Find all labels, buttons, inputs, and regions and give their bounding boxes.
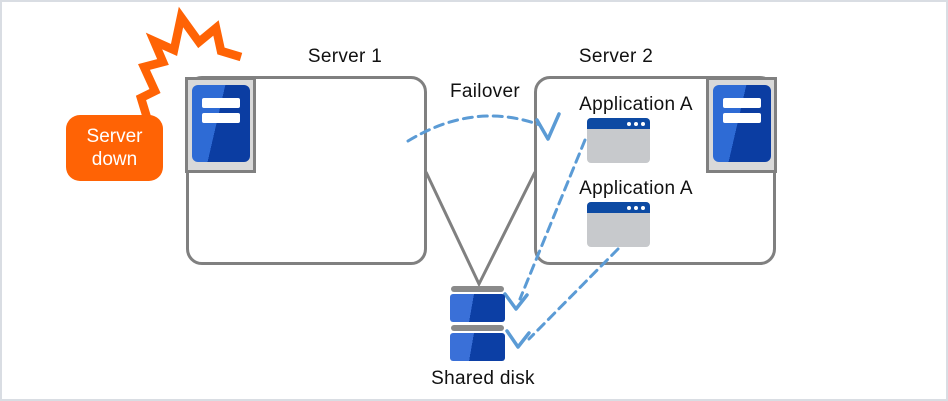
titlebar-dot-icon bbox=[627, 205, 631, 210]
failover-label: Failover bbox=[450, 81, 520, 102]
titlebar-dot-icon bbox=[634, 121, 638, 126]
server-slot-bar bbox=[723, 113, 761, 123]
app-window-icon-2 bbox=[587, 202, 650, 247]
app-window-icon-1 bbox=[587, 118, 650, 163]
server-panel bbox=[713, 85, 771, 162]
titlebar-dot-icon bbox=[641, 205, 645, 210]
server-slot-bar bbox=[202, 113, 240, 123]
stacked-disk-icon bbox=[450, 286, 505, 361]
failover-arrowhead-icon bbox=[535, 112, 561, 141]
disk-cap bbox=[451, 286, 504, 292]
server-panel bbox=[192, 85, 250, 162]
app-window-titlebar bbox=[587, 118, 650, 129]
disk-unit bbox=[450, 333, 505, 361]
app1-disk-arrow bbox=[518, 138, 587, 301]
application-a-label-2: Application A bbox=[579, 178, 693, 199]
failover-arrow bbox=[406, 114, 542, 143]
server2-tower-icon bbox=[706, 77, 777, 173]
app2-disk-arrowhead-icon bbox=[505, 329, 531, 349]
disk-cap bbox=[451, 325, 504, 331]
server-down-line1: Server bbox=[86, 126, 143, 147]
titlebar-dot-icon bbox=[641, 121, 645, 126]
titlebar-dot-icon bbox=[634, 205, 638, 210]
app-window-titlebar bbox=[587, 202, 650, 213]
disk-unit bbox=[450, 294, 505, 322]
server-slot-bar bbox=[202, 98, 240, 108]
app2-disk-arrow bbox=[527, 247, 620, 341]
flash-burst-icon bbox=[135, 6, 243, 123]
server-slot-bar bbox=[723, 98, 761, 108]
server1-title: Server 1 bbox=[307, 46, 383, 67]
server1-tower-icon bbox=[185, 77, 256, 173]
server2-title: Server 2 bbox=[578, 46, 654, 67]
titlebar-dot-icon bbox=[627, 121, 631, 126]
server-down-callout: Server down bbox=[66, 115, 163, 181]
shared-disk-label: Shared disk bbox=[431, 368, 535, 389]
server-down-line2: down bbox=[91, 149, 138, 170]
disk-connector-lines bbox=[424, 171, 537, 288]
app1-disk-arrowhead-icon bbox=[503, 292, 529, 311]
application-a-label-1: Application A bbox=[579, 94, 693, 115]
